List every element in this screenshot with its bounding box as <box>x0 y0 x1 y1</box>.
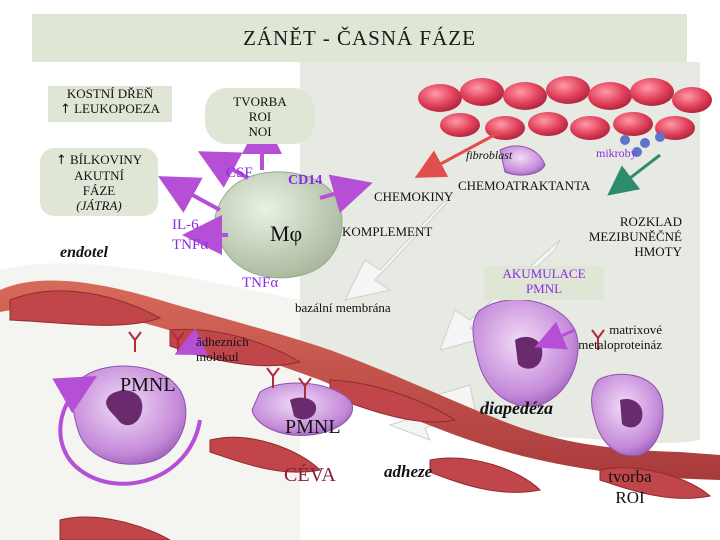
microbes-label: mikroby <box>596 146 637 160</box>
mmp-block: matrixové metaloproteináz <box>550 322 662 352</box>
roi-line1: TVORBA <box>233 93 287 109</box>
bone-marrow-box: KOSTNÍ DŘEŇ ↑ LEUKOPOEZA <box>48 86 172 122</box>
vessel-label: CÉVA <box>284 464 336 486</box>
adhesion-molecules-block: âdhezních molekul <box>196 334 249 364</box>
tnfa-center-label: TNFα <box>242 275 279 291</box>
acute-phase-line1: BÍLKOVINY <box>69 151 143 167</box>
diapedesis-label: diapedéza <box>480 398 553 418</box>
basement-membrane-label: bazální membrána <box>295 300 391 315</box>
csf-label: CSF <box>226 165 253 181</box>
chemoattractants-label: CHEMOATRAKTANTA <box>458 178 591 193</box>
roi-box: TVORBA ROI NOI <box>205 88 315 144</box>
bone-marrow-line2: LEUKOPOEZA <box>74 101 161 116</box>
acute-phase-box: ↑ BÍLKOVINY AKUTNÍ FÁZE (JÁTRA) <box>40 148 158 216</box>
macrophage-signal-arrows <box>157 114 373 255</box>
bone-marrow-line2-wrap: ↑ LEUKOPOEZA <box>48 101 172 117</box>
cd14-label: CD14 <box>288 173 323 188</box>
roi-line2: ROI <box>248 108 272 124</box>
endothelial-cells <box>9 290 712 540</box>
fibroblast-arrow <box>414 130 501 178</box>
tnfa-left-label: TNFα <box>172 237 209 253</box>
page-title: ZÁNĚT - ČASNÁ FÁZE <box>243 25 476 50</box>
roi-bottom-line1: tvorba <box>608 467 652 486</box>
pmnl-accumulation-box: AKUMULACE PMNL <box>484 266 604 300</box>
up-arrow-icon: ↑ <box>55 152 67 168</box>
bone-marrow-line1: KOSTNÍ DŘEŇ <box>66 86 154 101</box>
degradation-line2: MEZIBUNĚČNÉ <box>588 229 682 244</box>
pmnl-center-label: PMNL <box>285 416 341 438</box>
circulation-arrow <box>52 376 202 486</box>
macrophage-label: Mφ <box>270 221 303 246</box>
roi-bottom-line2: ROI <box>615 488 645 507</box>
pmnl-accumulation-line2: PMNL <box>525 281 563 296</box>
complement-label: KOMPLEMENT <box>342 224 433 239</box>
adhesion-molecules-line2: molekul <box>196 349 239 364</box>
microbes <box>620 132 665 157</box>
chemokines-label: CHEMOKINY <box>374 189 454 204</box>
roi-line3: NOI <box>248 123 272 139</box>
mmp-pointer <box>534 321 576 350</box>
pmnl-left-label: PMNL <box>120 374 176 396</box>
roi-bottom-block: tvorba ROI <box>590 466 670 508</box>
fibroblast-label: fibroblast <box>466 148 513 162</box>
red-blood-cells <box>418 76 712 140</box>
degradation-block: ROZKLAD MEZIBUNĚČNÉ HMOTY <box>570 214 682 259</box>
mmp-line2: metaloproteináz <box>578 337 662 352</box>
il6-label: IL-6 <box>172 217 199 233</box>
mmp-line1: matrixové <box>609 322 662 337</box>
acute-phase-line4: (JÁTRA) <box>76 197 122 213</box>
pmnl-accumulation-line1: AKUMULACE <box>502 266 586 281</box>
acute-phase-line3: FÁZE <box>82 182 116 198</box>
acute-phase-line2: AKUTNÍ <box>74 167 124 183</box>
endothelium-label: endotel <box>60 244 108 261</box>
adhesion-molecules-line1: âdhezních <box>196 334 249 349</box>
title-bar: ZÁNĚT - ČASNÁ FÁZE <box>32 14 687 62</box>
tissue-background <box>300 62 700 443</box>
up-arrow-icon: ↑ <box>59 102 71 117</box>
microbes-arrow <box>607 153 661 196</box>
degradation-line3: HMOTY <box>634 244 682 259</box>
adhesion-pointer <box>174 328 209 356</box>
adhesion-label: adheze <box>384 462 433 481</box>
acute-phase-line1-wrap: ↑ BÍLKOVINY <box>56 152 142 168</box>
degradation-line1: ROZKLAD <box>619 214 682 229</box>
